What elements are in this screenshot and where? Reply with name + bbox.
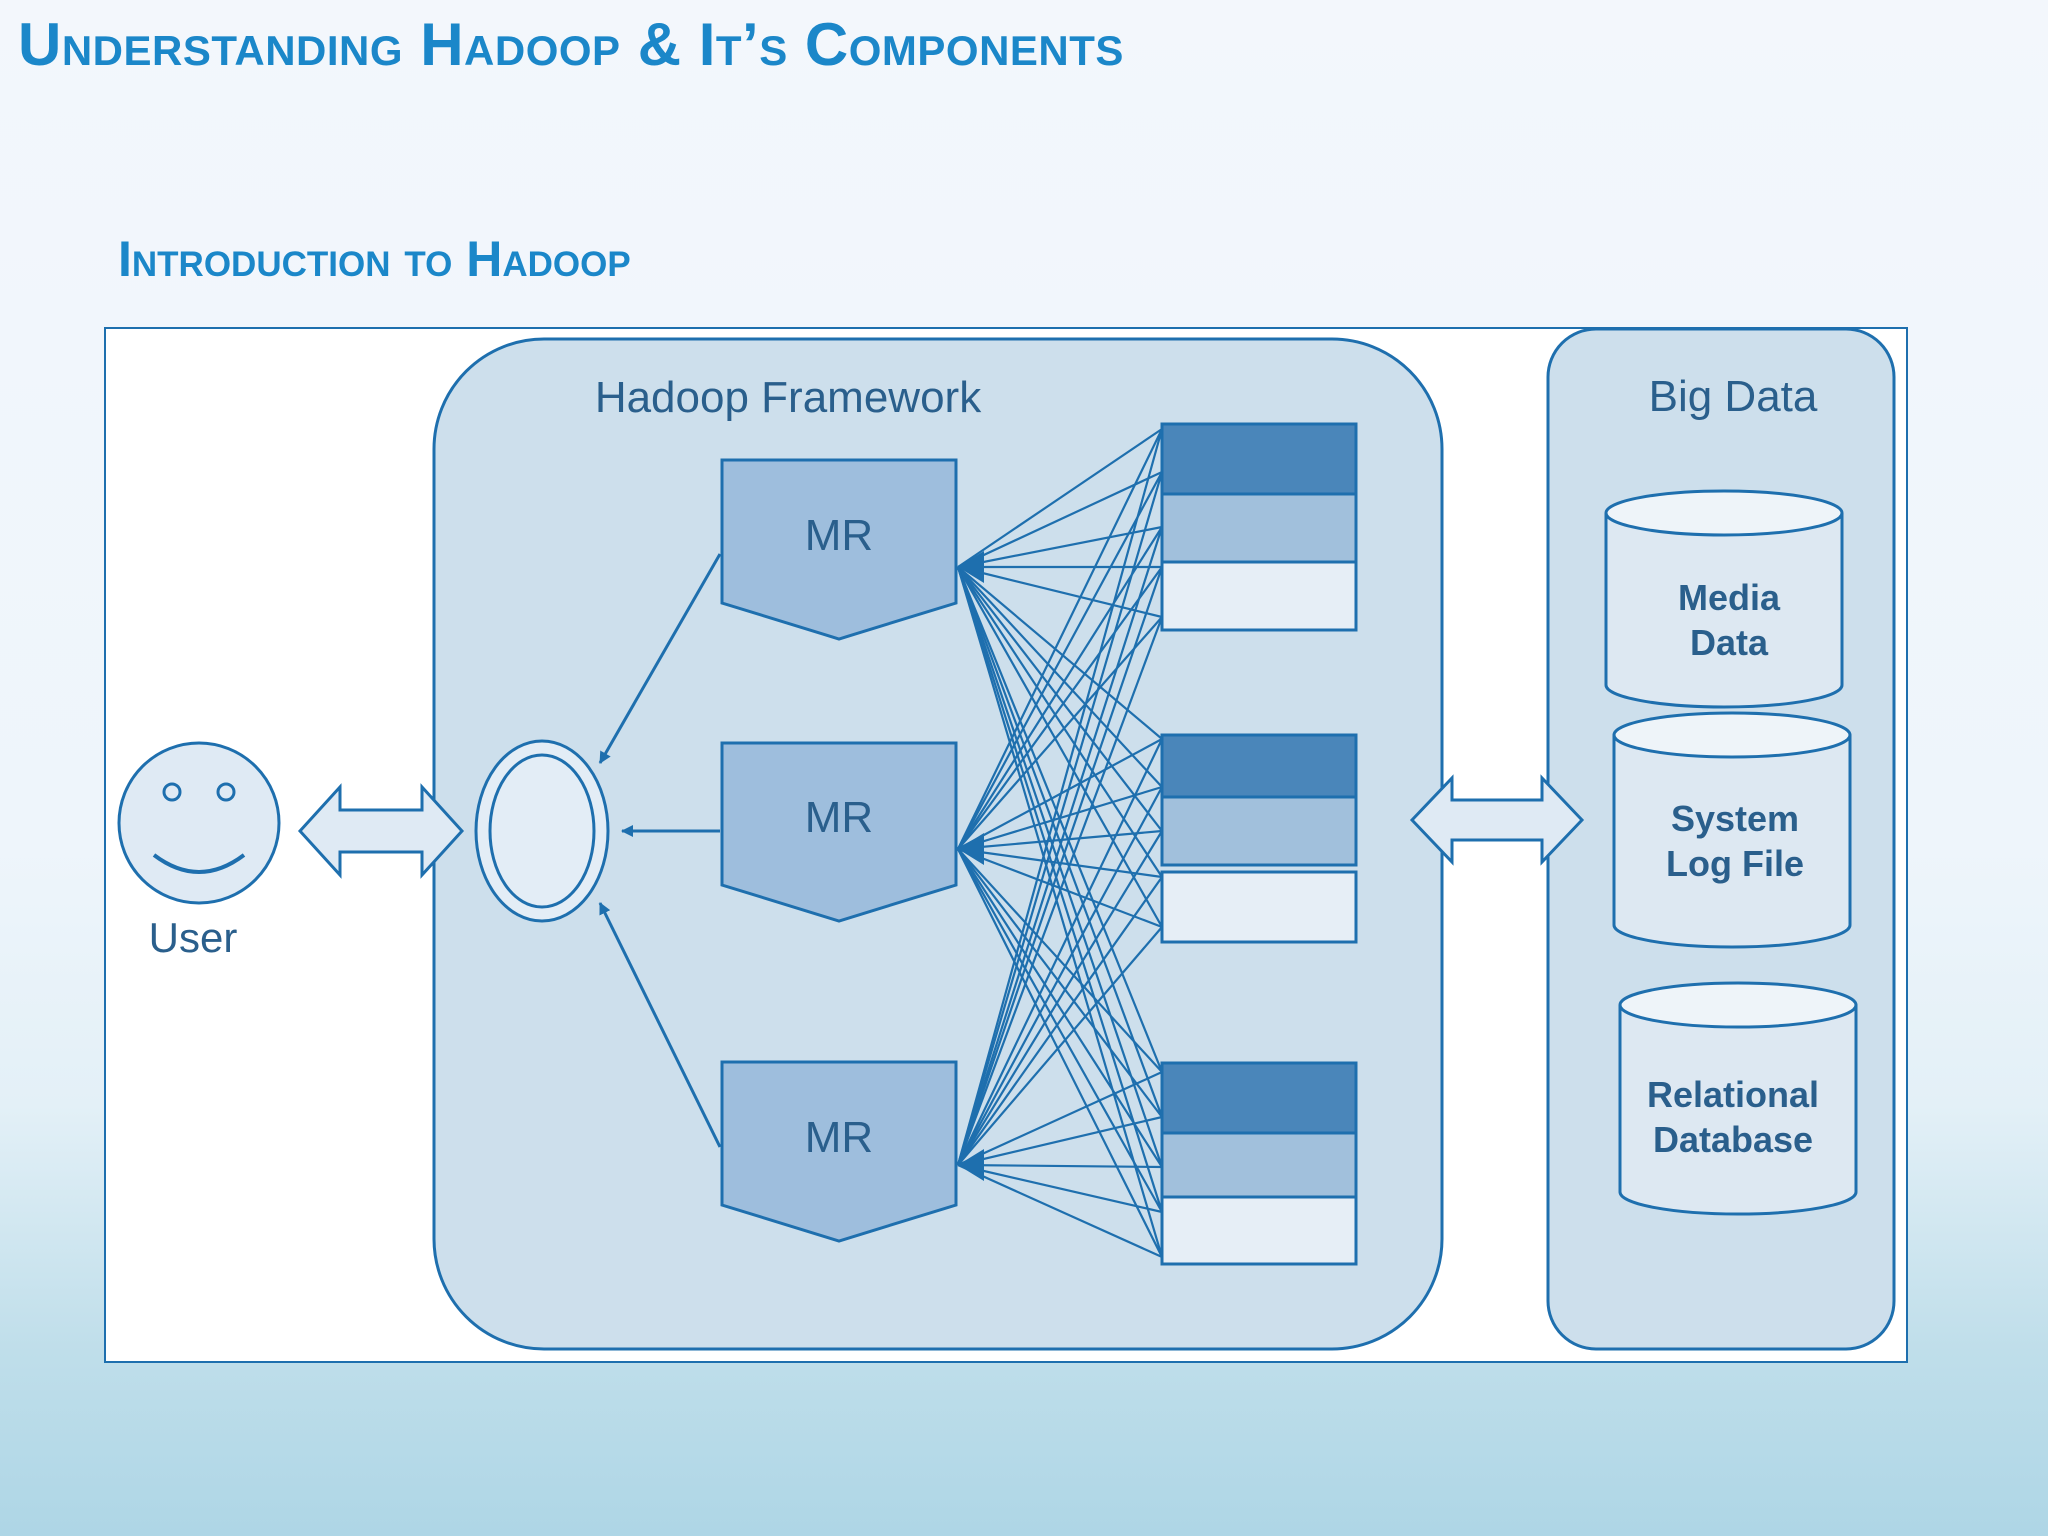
connection-line [957,876,1163,1166]
connection-line [957,428,1163,850]
user-icon [117,741,281,905]
connection-line [956,616,1164,1166]
job-client-ring [474,739,610,923]
data-block [1160,1195,1358,1266]
connection-line [957,471,1163,850]
connection-arrowhead [958,833,984,865]
source-label-line: Media [1678,577,1781,618]
mr-node-label: MR [805,1113,873,1162]
connection-arrowhead [958,1149,984,1181]
connection-line [957,830,1163,1166]
connection-line [957,848,1163,1118]
connection-line [957,848,1163,1258]
connection-line [957,1115,1163,1167]
data-block-stack [1160,422,1358,632]
connection-line [957,1163,1163,1259]
data-block [1160,870,1358,944]
data-block-stack [1160,1061,1358,1266]
relational-database-cylinder: Relational Database [1618,981,1858,1216]
data-block-stack [1160,733,1358,944]
data-block [1160,492,1358,564]
connection-line [957,566,1163,878]
connection-line [957,526,1163,850]
source-label-line: Relational [1647,1074,1819,1115]
source-label-line: System [1671,798,1799,839]
media-data-cylinder: Media Data [1604,489,1844,709]
block-to-mr-connections [956,428,1164,1259]
connection-line [956,566,1164,1258]
mr-node-label: MR [805,793,873,842]
system-log-file-cylinder: System Log File [1612,711,1852,949]
connection-arrowhead [958,551,984,583]
connection-line [957,738,1163,1166]
connection-line [957,566,1163,850]
connection-line [957,926,1163,1166]
data-block [1160,560,1358,632]
connection-line [956,428,1164,1166]
connection-line [956,526,1164,1166]
connection-line [957,566,1163,928]
connection-line [957,428,1163,568]
connection-line [956,471,1164,1166]
framework-bigdata-double-arrow [1409,774,1585,866]
connection-line [957,1163,1163,1169]
connection-line [957,848,1163,1073]
source-label-line: Log File [1666,843,1804,884]
mr-node-label: MR [805,511,873,560]
source-label-line: Database [1653,1119,1813,1160]
connection-line [956,566,1164,1118]
connection-line [957,1070,1163,1167]
mr-to-ring-arrow [598,553,722,764]
data-block [1160,422,1358,496]
connection-line [957,848,1163,1168]
data-block [1160,733,1358,799]
connection-line [957,848,1163,1213]
mr-node [720,1060,958,1243]
connection-line [957,566,1163,832]
connection-line [957,786,1163,1166]
slide-subtitle: Introduction to Hadoop [118,231,631,287]
hadoop-framework-label: Hadoop Framework [595,373,982,422]
hadoop-diagram: Hadoop Framework Big Data User MR MR MR [104,327,1908,1363]
source-label-line: Data [1690,622,1769,663]
connection-line [957,566,1163,788]
big-data-label: Big Data [1649,372,1818,421]
mr-node [720,458,958,641]
data-block [1160,795,1358,867]
connection-line [956,566,1164,1166]
user-framework-double-arrow [297,783,465,879]
connection-line [957,471,1163,568]
mr-to-ring-arrow [598,902,722,1148]
slide-title: Understanding Hadoop & It’s Components [18,11,1124,78]
user-label: User [149,914,238,961]
data-block [1160,1131,1358,1199]
connection-line [957,1163,1163,1214]
connection-line [957,616,1163,850]
connection-line [957,565,1163,619]
mr-node [720,741,958,923]
connection-line [957,829,1163,851]
data-block [1160,1061,1358,1135]
